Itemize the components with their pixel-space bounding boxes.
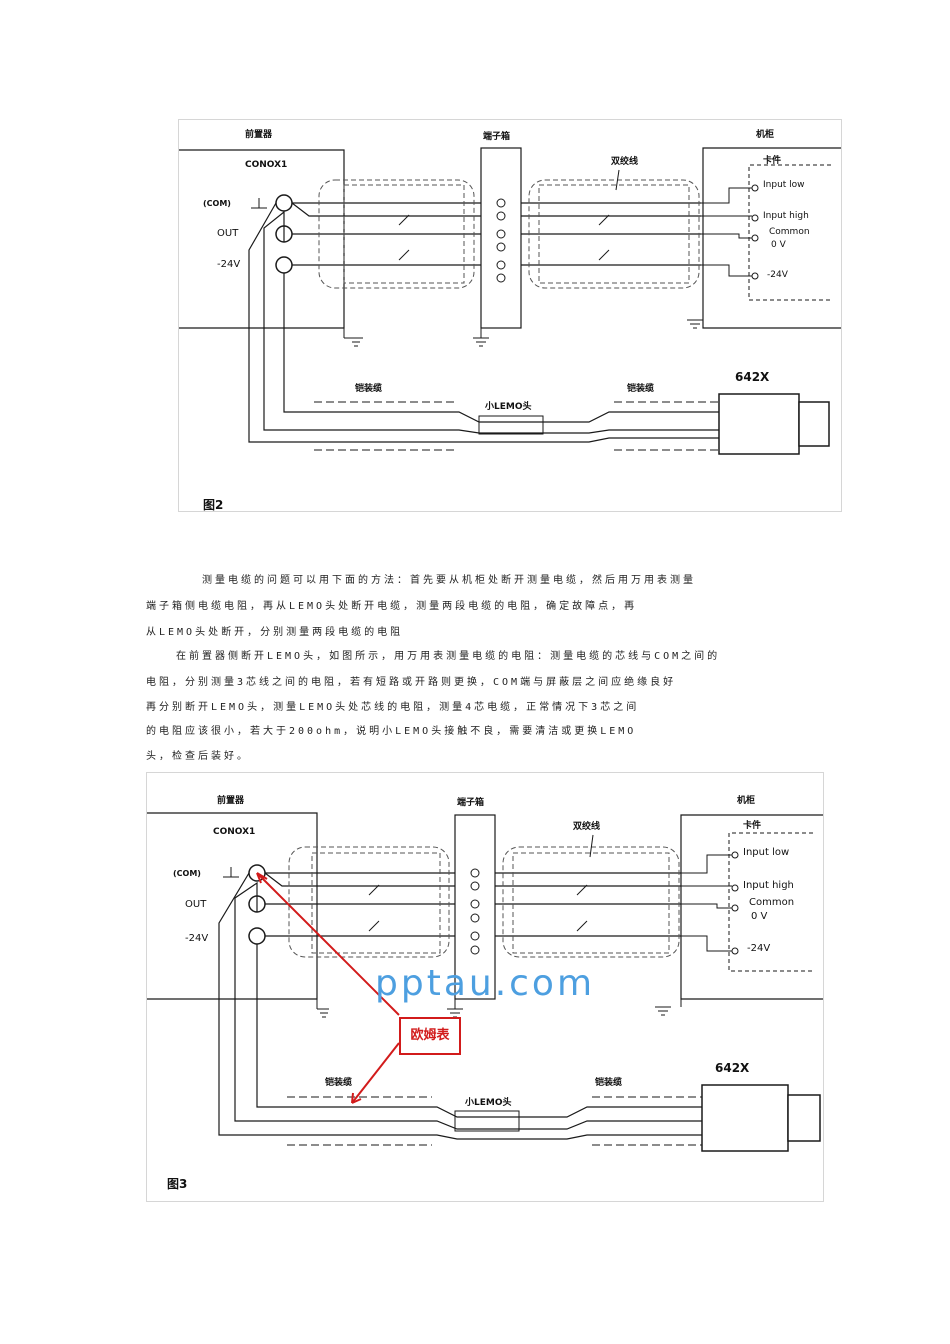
neg24-label: -24V <box>217 259 241 270</box>
preamp-title: 前置器 <box>217 796 245 806</box>
zero-v-label: 0 V <box>771 240 786 250</box>
probe-label: 642X <box>735 370 770 384</box>
figure-3-drawing <box>147 812 823 1152</box>
out-label: OUT <box>217 228 239 239</box>
watermark-text: pptau.com <box>375 963 596 1004</box>
text-line-1: 测量电缆的问题可以用下面的方法：首先要从机柜处断开测量电缆，然后用万用表测量 <box>202 575 696 586</box>
input-low-label: Input low <box>743 847 790 858</box>
input-low-label: Input low <box>763 180 805 190</box>
card-label: 卡件 <box>743 821 762 831</box>
common-label: Common <box>769 227 810 237</box>
armored-cable-left-label: 铠装缆 <box>325 1078 353 1088</box>
zero-v-label: 0 V <box>751 911 768 922</box>
text-line-5: 电阻，分别测量3芯线之间的电阻，若有短路或开路则更换，COM端与屏蔽层之间应绝缘… <box>146 677 677 688</box>
figure-2-wiring-diagram: 前置器 CONOX1 (COM) OUT -24V 端子箱 双绞线 机柜 卡件 … <box>178 119 842 512</box>
body-paragraph: 测量电缆的问题可以用下面的方法：首先要从机柜处断开测量电缆，然后用万用表测量 端… <box>0 565 950 765</box>
conox-label: CONOX1 <box>213 827 256 837</box>
terminal-box-label: 端子箱 <box>483 132 511 142</box>
com-label: (COM) <box>173 869 201 878</box>
twisted-pair-label: 双绞线 <box>573 822 601 832</box>
figure-caption: 图3 <box>167 1177 188 1191</box>
preamp-title: 前置器 <box>245 130 273 140</box>
cabinet-neg24-label: -24V <box>767 270 788 280</box>
ohmmeter-box: 欧姆表 <box>399 1017 461 1055</box>
input-high-label: Input high <box>743 880 794 891</box>
figure-2-drawing <box>179 147 841 455</box>
figure-caption: 图2 <box>203 498 224 512</box>
text-line-2: 端子箱侧电缆电阻，再从LEMO头处断开电缆，测量两段电缆的电阻，确定故障点，再 <box>146 601 638 612</box>
common-label: Common <box>749 897 795 908</box>
neg24-label: -24V <box>185 933 209 944</box>
twisted-pair-label: 双绞线 <box>611 157 639 167</box>
cabinet-neg24-label: -24V <box>747 943 771 954</box>
small-lemo-label: 小LEMO头 <box>485 402 532 412</box>
armored-cable-right-label: 铠装缆 <box>627 384 655 394</box>
cabinet-label: 机柜 <box>756 130 775 140</box>
small-lemo-label: 小LEMO头 <box>465 1098 512 1108</box>
com-label: (COM) <box>203 199 231 208</box>
terminal-box-label: 端子箱 <box>457 798 485 808</box>
cabinet-label: 机柜 <box>737 796 756 806</box>
text-line-7: 的电阻应该很小，若大于200ohm，说明小LEMO头接触不良，需要清洁或更换LE… <box>146 726 637 737</box>
text-line-8: 头，检查后装好。 <box>146 751 250 762</box>
text-line-6: 再分别断开LEMO头，测量LEMO头处芯线的电阻，测量4芯电缆，正常情况下3芯之… <box>146 702 640 713</box>
armored-cable-left-label: 铠装缆 <box>355 384 383 394</box>
out-label: OUT <box>185 899 207 910</box>
figure-3-wiring-diagram: 前置器 CONOX1 (COM) OUT -24V 端子箱 双绞线 机柜 卡件 … <box>146 772 824 1202</box>
probe-label: 642X <box>715 1061 750 1075</box>
conox-label: CONOX1 <box>245 160 288 170</box>
input-high-label: Input high <box>763 211 809 221</box>
card-label: 卡件 <box>763 156 782 166</box>
armored-cable-right-label: 铠装缆 <box>595 1078 623 1088</box>
text-line-3: 从LEMO头处断开，分别测量两段电缆的电阻 <box>146 627 404 638</box>
text-line-4: 在前置器侧断开LEMO头，如图所示，用万用表测量电缆的电阻：测量电缆的芯线与CO… <box>176 651 721 662</box>
